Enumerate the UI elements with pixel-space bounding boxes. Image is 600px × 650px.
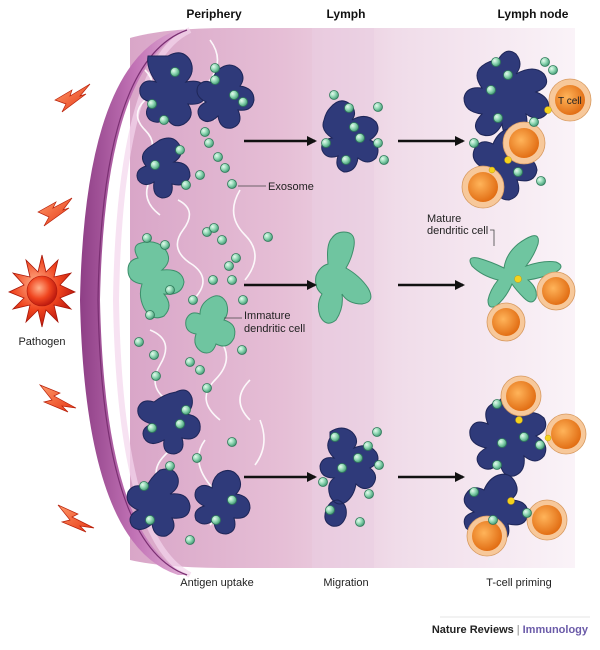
heading-lymph-node: Lymph node <box>498 7 569 21</box>
mature-dendritic-cell-node-row2 <box>469 235 562 308</box>
lightning-bolt-icon <box>57 504 95 533</box>
immature-dc-label-line1: Immature <box>244 310 290 322</box>
t-cell-label: T cell <box>558 96 582 107</box>
migration-arrows <box>244 136 465 482</box>
dendritic-cell <box>139 52 207 127</box>
t-cell <box>548 78 592 122</box>
pathogen: Pathogen <box>7 83 95 533</box>
dendritic-cell <box>194 470 251 535</box>
lightning-bolt-icon <box>54 83 91 113</box>
stage-antigen-uptake: Antigen uptake <box>180 577 253 589</box>
dendritic-cell <box>126 468 191 537</box>
lightning-bolt-icon <box>38 384 77 413</box>
credit-journal: Immunology <box>522 624 588 636</box>
stage-migration: Migration <box>323 577 368 589</box>
leader-lines <box>224 185 495 319</box>
dendritic-cell <box>319 427 379 527</box>
column-headings: Periphery Lymph Lymph node <box>186 7 568 21</box>
stage-t-cell-priming: T-cell priming <box>486 577 551 589</box>
t-cell <box>500 375 542 417</box>
t-cell <box>486 302 526 342</box>
mature-dc-label-line1: Mature <box>427 213 461 225</box>
dendritic-cell <box>469 235 562 308</box>
dendritic-cell <box>196 64 255 129</box>
mature-dendritic-cell-lymph-row1 <box>321 100 379 173</box>
dendritic-cell <box>127 241 185 319</box>
immature-dc-label-line2: dendritic cell <box>244 323 305 335</box>
exosome-label: Exosome <box>268 181 314 193</box>
pathogen-label: Pathogen <box>18 336 65 348</box>
t-cell <box>461 165 505 209</box>
t-cell <box>466 515 508 557</box>
dendritic-cell <box>185 295 236 354</box>
credit-publisher: Nature Reviews <box>431 624 514 636</box>
journal-credit: Nature Reviews|Immunology <box>432 624 588 636</box>
t-cell <box>526 499 568 541</box>
immature-dendritic-cell-lymph-row2 <box>315 231 372 324</box>
credit-separator: | <box>516 624 520 636</box>
dendritic-cell <box>315 231 372 324</box>
heading-periphery: Periphery <box>186 7 242 21</box>
lightning-bolt-icon <box>37 197 73 227</box>
mature-dendritic-cell-row3 <box>126 389 251 537</box>
immature-dendritic-cell-row2 <box>127 241 236 354</box>
mature-dc-label-line2: dendritic cell <box>427 225 488 237</box>
immune-synapses <box>488 106 552 505</box>
mature-dendritic-cell-row1 <box>136 52 255 199</box>
stage-labels: Antigen uptake Migration T-cell priming <box>180 577 551 589</box>
mature-dendritic-cell-lymph-row3 <box>319 427 379 527</box>
t-cells <box>461 78 592 557</box>
t-cell <box>545 413 587 455</box>
t-cell <box>502 121 546 165</box>
heading-lymph: Lymph <box>327 7 366 21</box>
t-cell <box>536 271 576 311</box>
dendritic-cell <box>321 100 379 173</box>
